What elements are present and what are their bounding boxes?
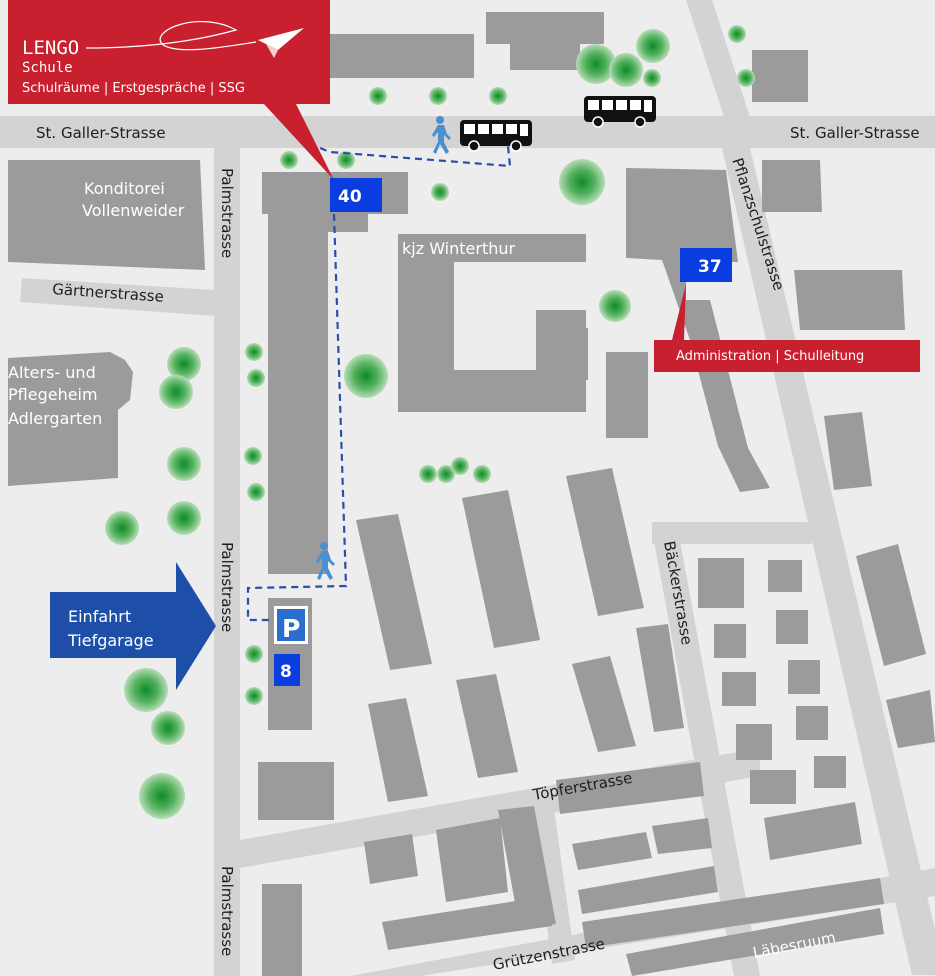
tree-icon (105, 511, 139, 545)
logo-tagline: Schulräume | Erstgespräche | SSG (22, 81, 245, 96)
street-label: Palmstrasse (218, 542, 236, 632)
street-label: St. Galler-Strasse (790, 124, 920, 142)
tree-icon (159, 375, 193, 409)
swoosh-icon (85, 21, 257, 51)
tree-icon (429, 87, 447, 105)
alters-label: Adlergarten (8, 409, 102, 428)
einfahrt-label: Tiefgarage (67, 631, 154, 650)
tree-icon (431, 183, 449, 201)
tree-icon (151, 711, 185, 745)
tree-icon (167, 447, 201, 481)
tree-icon (451, 457, 469, 475)
tree-icon (559, 159, 605, 205)
konditorei-label: Konditorei (84, 179, 165, 198)
tree-icon (419, 465, 437, 483)
house-marker-40: 40 (330, 178, 382, 212)
tree-icon (167, 501, 201, 535)
house-number: 37 (698, 257, 722, 277)
tree-icon (247, 369, 265, 387)
tree-icon (609, 53, 643, 87)
paper-plane-icon (258, 28, 304, 50)
alters-label: Pflegeheim (8, 385, 98, 404)
einfahrt-label: Einfahrt (68, 607, 131, 626)
tree-icon (737, 69, 755, 87)
tree-icon (124, 668, 168, 712)
tree-icon (139, 773, 185, 819)
tree-icon (247, 483, 265, 501)
house-number: 8 (280, 662, 292, 682)
administration-callout: Administration | Schulleitung (654, 284, 920, 372)
tree-icon (244, 447, 262, 465)
tree-icon (489, 87, 507, 105)
parking-icon: P (274, 606, 308, 644)
house-marker-8: 8 (274, 654, 300, 686)
street-label: Palmstrasse (218, 168, 236, 258)
kjz-label: kjz Winterthur (402, 239, 516, 258)
einfahrt-arrow: Einfahrt Tiefgarage (50, 562, 216, 690)
street-label: St. Galler-Strasse (36, 124, 166, 142)
tree-icon (369, 87, 387, 105)
tree-icon (245, 687, 263, 705)
tree-icon (636, 29, 670, 63)
tree-icon (473, 465, 491, 483)
tree-icon (599, 290, 631, 322)
place-labels: Konditorei Vollenweider kjz Winterthur A… (8, 179, 516, 428)
administration-label: Administration | Schulleitung (676, 349, 864, 364)
logo-text: LENGO (22, 37, 79, 59)
street-label: Palmstrasse (218, 866, 236, 956)
tree-icon (344, 354, 388, 398)
buildings (8, 12, 935, 976)
tree-icon (245, 343, 263, 361)
house-marker-37: 37 (680, 248, 732, 282)
parking-label: P (282, 614, 300, 643)
lengo-callout: LENGO Schule Schulräume | Erstgespräche … (8, 0, 334, 180)
tree-icon (576, 44, 616, 84)
tree-icon (280, 151, 298, 169)
tree-icon (728, 25, 746, 43)
konditorei-label: Vollenweider (82, 201, 185, 220)
tree-icon (245, 645, 263, 663)
logo-subtitle: Schule (22, 60, 73, 76)
tree-icon (643, 69, 661, 87)
walking-route (246, 145, 512, 622)
house-number: 40 (338, 187, 362, 207)
alters-label: Alters- und (8, 363, 96, 382)
